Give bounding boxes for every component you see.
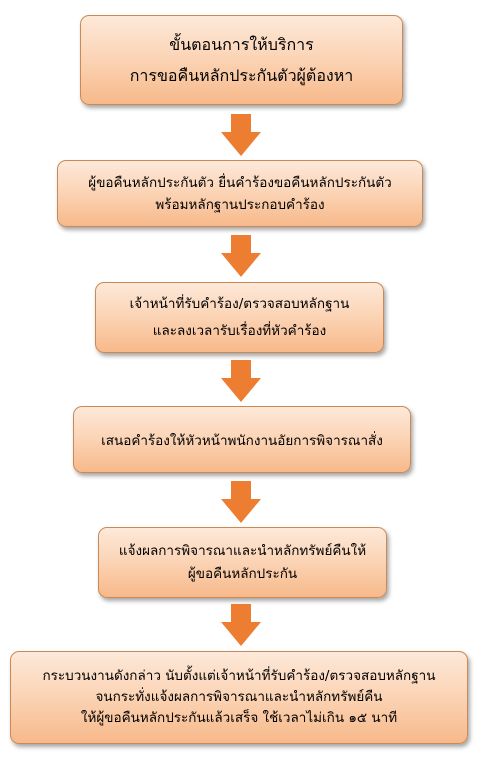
step-4-line-2: ผู้ขอคืนหลักประกัน [187, 565, 298, 582]
step-5-line-1: กระบวนงานดังกล่าว นับตั้งแต่เจ้าหน้าที่ร… [42, 668, 436, 684]
down-arrow-icon [221, 114, 261, 156]
step-1-line-2: พร้อมหลักฐานประกอบคำร้อง [155, 196, 325, 213]
step-4-line-1: แจ้งผลการพิจารณาและนำหลักทรัพย์คืนให้ [118, 542, 367, 559]
title-box: ขั้นตอนการให้บริการ การขอคืนหลักประกันตั… [80, 15, 403, 105]
step-5-line-2: จนกระทั่งแจ้งผลการพิจารณาและนำหลักทรัพย์… [95, 689, 383, 705]
title-line-2: การขอคืนหลักประกันตัวผู้ต้องหา [129, 66, 354, 85]
step-box-5: กระบวนงานดังกล่าว นับตั้งแต่เจ้าหน้าที่ร… [10, 651, 468, 744]
step-box-3: เสนอคำร้องให้หัวหน้าพนักงานอัยการพิจารณา… [73, 406, 411, 473]
step-1-line-1: ผู้ขอคืนหลักประกันตัว ยื่นคำร้องขอคืนหลั… [88, 174, 392, 191]
down-arrow-icon [221, 604, 261, 646]
step-3-line-1: เสนอคำร้องให้หัวหน้าพนักงานอัยการพิจารณา… [101, 432, 383, 449]
step-box-4: แจ้งผลการพิจารณาและนำหลักทรัพย์คืนให้ ผู… [98, 527, 387, 598]
step-box-2: เจ้าหน้าที่รับคำร้อง/ตรวจสอบหลักฐาน และล… [95, 282, 384, 353]
down-arrow-icon [221, 481, 261, 523]
step-2-line-1: เจ้าหน้าที่รับคำร้อง/ตรวจสอบหลักฐาน [129, 295, 350, 312]
step-box-1: ผู้ขอคืนหลักประกันตัว ยื่นคำร้องขอคืนหลั… [57, 160, 423, 227]
down-arrow-icon [221, 235, 261, 277]
down-arrow-icon [221, 360, 261, 402]
step-2-line-2: และลงเวลารับเรื่องที่หัวคำร้อง [152, 322, 327, 339]
title-line-1: ขั้นตอนการให้บริการ [169, 35, 314, 54]
step-5-line-3: ให้ผู้ขอคืนหลักประกันแล้วเสร็จ ใช้เวลาไม… [80, 710, 398, 726]
